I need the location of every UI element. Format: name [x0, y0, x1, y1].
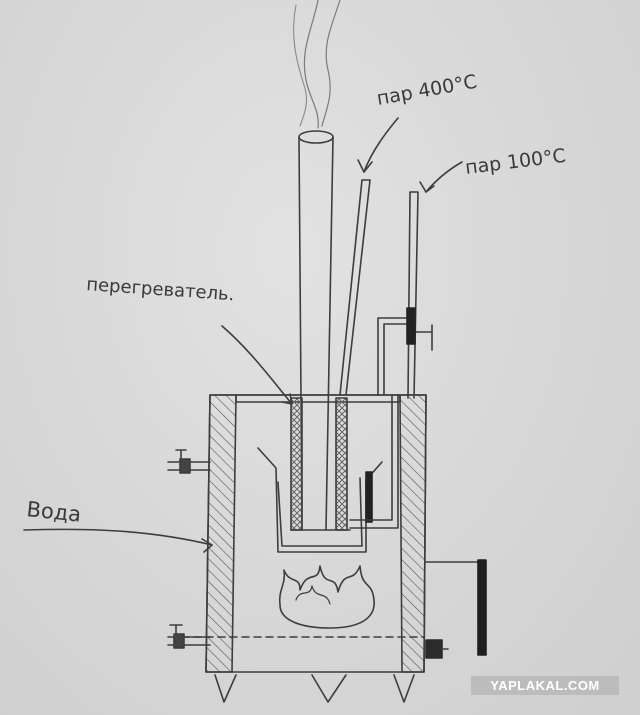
- water-valve-bottom-handle: [169, 624, 183, 635]
- stove-leg: [393, 674, 415, 703]
- superheater-coil-left: [290, 397, 303, 531]
- pointer-steam-100-arrow: [419, 181, 435, 193]
- superheater-pipe: [339, 179, 371, 396]
- water-valve-bottom-body: [173, 633, 185, 649]
- water-jacket-left: [205, 394, 237, 673]
- steam-valve: [406, 307, 416, 345]
- chimney-pipe: [298, 136, 334, 531]
- ash-door-latch: [425, 639, 443, 659]
- smoke-swirl: [321, 0, 341, 127]
- pointer-steam-400-arrow: [357, 159, 373, 173]
- stove-leg: [311, 674, 347, 703]
- superheater-coil-right: [335, 397, 348, 531]
- steam-pipe-100: [407, 191, 419, 399]
- inner-plate: [365, 471, 373, 523]
- water-jacket-right: [399, 394, 427, 673]
- firebox-inner: [277, 477, 363, 547]
- pointer-water: [23, 528, 213, 546]
- steam-inlet: [349, 394, 399, 529]
- chimney-top: [298, 130, 334, 144]
- pointer-superheater: [221, 325, 293, 405]
- firebox-door: [477, 559, 487, 656]
- steam-valve-handle: [415, 324, 433, 351]
- firebox: [257, 447, 383, 553]
- pointer-superheater-arrow: [281, 393, 293, 405]
- steam-pipe-connector: [377, 317, 409, 396]
- label-steam-100: пар 100°C: [464, 145, 567, 179]
- pointer-steam-100: [425, 161, 463, 193]
- water-jacket-top: [235, 394, 401, 403]
- watermark: YAPLAKAL.COM: [471, 676, 619, 695]
- label-steam-400: пар 400°C: [375, 71, 478, 110]
- flame-inner: [295, 585, 331, 605]
- water-valve-top-body: [179, 458, 191, 474]
- label-water: Вода: [25, 497, 82, 527]
- smoke-swirl: [303, 0, 319, 129]
- label-superheater: перегреватель.: [86, 274, 235, 305]
- water-valve-top-handle: [175, 449, 187, 460]
- stove-outer-wall: [205, 394, 427, 673]
- pointer-water-arrow: [201, 538, 213, 553]
- flame: [278, 565, 375, 629]
- pointer-steam-400: [363, 117, 399, 173]
- smoke-swirl: [293, 4, 308, 127]
- stove-leg: [214, 674, 237, 703]
